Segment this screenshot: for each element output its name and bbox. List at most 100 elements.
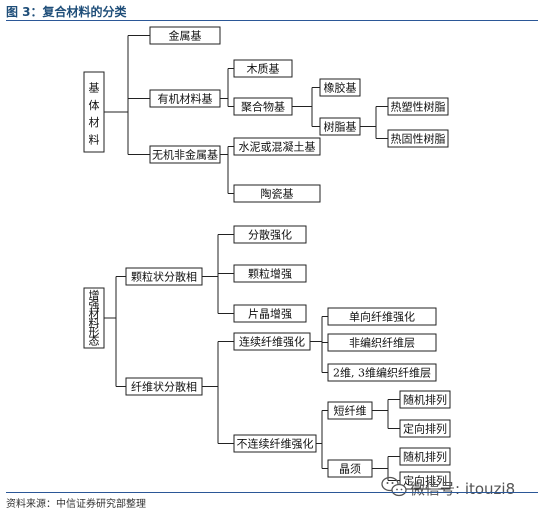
node-ceramic-base: 陶瓷基 (233, 184, 321, 203)
node-label: 随机排列 (403, 393, 447, 407)
node-label: 陶瓷基 (261, 187, 294, 201)
node-box (83, 287, 105, 349)
node-label-char: 料 (89, 133, 100, 147)
node-box (327, 401, 373, 420)
node-box (233, 184, 321, 203)
node-rubber-base: 橡胶基 (319, 78, 361, 97)
node-box (319, 117, 361, 136)
node-fiber-dispersed: 纤维状分散相 (125, 377, 203, 396)
node-label: 木质基 (247, 63, 280, 76)
node-box (233, 332, 311, 351)
node-label: 片晶增强 (248, 307, 292, 321)
node-inorganic-nonmetal-base: 无机非金属基 (149, 145, 221, 164)
watermark-text: 微信号: itouzi8 (410, 480, 515, 498)
node-box (233, 59, 293, 78)
node-label: 橡胶基 (324, 81, 357, 95)
node-box (327, 363, 437, 382)
node-box (387, 97, 449, 116)
node-box (327, 333, 437, 352)
node-continuous-fiber: 连续纤维强化 (233, 332, 311, 351)
node-wood-base: 木质基 (233, 59, 293, 78)
node-label: 2维, 3维编织纤维层 (333, 366, 431, 380)
node-polymer-base: 聚合物基 (233, 97, 293, 116)
node-label-char: 态 (89, 335, 100, 348)
node-particle-reinforcement: 颗粒增强 (233, 264, 307, 283)
node-box (233, 97, 293, 116)
node-label: 颗粒状分散相 (131, 270, 197, 284)
node-label-char: 形 (89, 325, 100, 338)
node-oriented-2: 定向排列 (399, 471, 451, 490)
node-woven-2d-3d: 2维, 3维编织纤维层 (327, 363, 437, 382)
node-label: 分散强化 (248, 228, 292, 242)
node-box (399, 390, 451, 409)
node-box (83, 71, 105, 153)
node-cement-concrete-base: 水泥或混凝土基 (233, 137, 321, 156)
node-label: 有机材料基 (158, 92, 213, 106)
node-label: 树脂基 (324, 120, 357, 134)
node-label: 水泥或混凝土基 (239, 140, 316, 154)
node-box (399, 419, 451, 438)
figure-title: 图 3：复合材料的分类 (6, 5, 127, 19)
node-whisker: 晶须 (327, 459, 373, 478)
node-label-char: 基 (89, 81, 100, 94)
node-flake-reinforcement: 片晶增强 (233, 304, 307, 323)
node-box (149, 26, 221, 45)
node-box (149, 145, 221, 164)
node-label: 颗粒增强 (248, 267, 292, 281)
node-label: 热塑性树脂 (391, 100, 446, 114)
node-label: 连续纤维强化 (239, 335, 305, 349)
node-label: 纤维状分散相 (131, 380, 197, 394)
node-nonwoven-fiber-layer: 非编织纤维层 (327, 333, 437, 352)
node-label: 定向排列 (403, 474, 447, 488)
node-label: 金属基 (169, 29, 202, 43)
node-label: 随机排列 (403, 450, 447, 464)
node-box (125, 267, 203, 286)
node-oriented-1: 定向排列 (399, 419, 451, 438)
node-label-char: 强 (89, 298, 100, 311)
node-organic-base: 有机材料基 (149, 89, 221, 108)
node-box (233, 137, 321, 156)
node-random-1: 随机排列 (399, 390, 451, 409)
node-discontinuous-fiber: 不连续纤维强化 (233, 434, 317, 453)
node-box (399, 471, 451, 490)
node-label-char: 体 (89, 98, 100, 112)
node-thermoplastic-resin: 热塑性树脂 (387, 97, 449, 116)
node-label: 单向纤维强化 (349, 310, 415, 324)
node-box (233, 304, 307, 323)
node-box (233, 225, 307, 244)
node-box (125, 377, 203, 396)
node-label: 晶须 (339, 463, 361, 476)
node-short-fiber: 短纤维 (327, 401, 373, 420)
node-thermoset-resin: 热固性树脂 (387, 129, 449, 148)
node-label: 非编织纤维层 (349, 336, 415, 350)
node-label-char: 材 (89, 306, 100, 320)
node-label: 无机非金属基 (152, 148, 218, 162)
node-box (233, 434, 317, 453)
source-note: 资料来源：中信证券研究部整理 (6, 499, 146, 510)
node-resin-base: 树脂基 (319, 117, 361, 136)
node-label: 短纤维 (334, 404, 367, 418)
node-box (327, 459, 373, 478)
node-random-2: 随机排列 (399, 447, 451, 466)
node-metal-base: 金属基 (149, 26, 221, 45)
footer-rule (6, 492, 538, 493)
node-unidirectional-fiber: 单向纤维强化 (327, 307, 437, 326)
node-label-char: 增 (89, 288, 100, 302)
node-box (233, 264, 307, 283)
node-box (149, 89, 221, 108)
node-particle-dispersed: 颗粒状分散相 (125, 267, 203, 286)
node-label: 不连续纤维强化 (237, 437, 314, 451)
node-box (399, 447, 451, 466)
node-label: 定向排列 (403, 422, 447, 436)
node-label-char: 料 (89, 315, 100, 329)
node-box (387, 129, 449, 148)
node-label-char: 材 (89, 115, 100, 129)
node-dispersion-strengthening: 分散强化 (233, 225, 307, 244)
node-label: 聚合物基 (241, 100, 285, 114)
title-rule (6, 20, 538, 21)
node-box (319, 78, 361, 97)
node-box (327, 307, 437, 326)
